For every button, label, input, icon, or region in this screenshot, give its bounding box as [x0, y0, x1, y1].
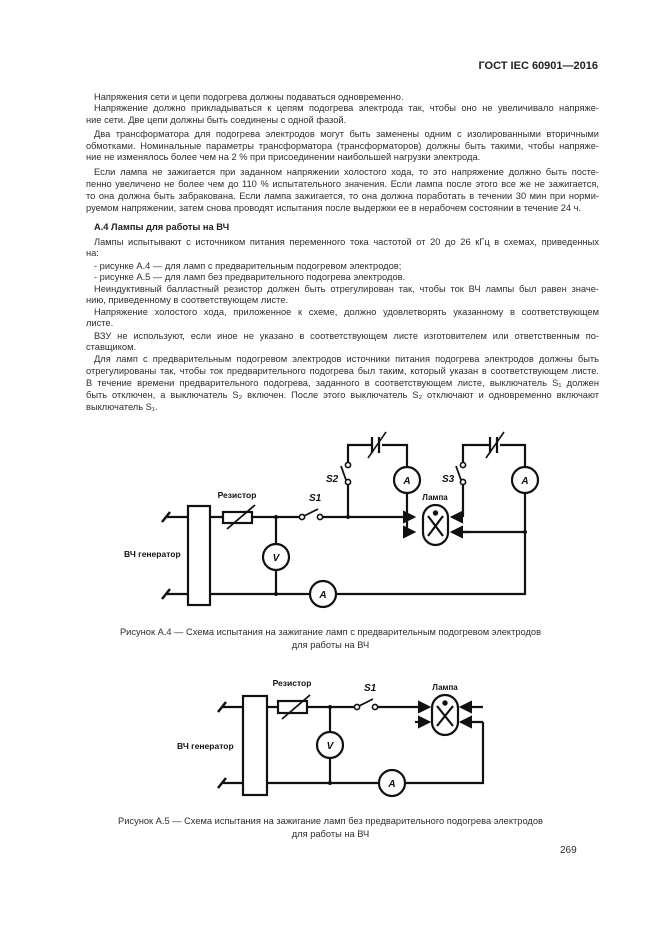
- lamp: [421, 503, 450, 547]
- switch-s1: [358, 698, 374, 707]
- voltmeter: [315, 730, 345, 760]
- ammeter-label: A: [520, 476, 528, 487]
- s2-label: S2: [326, 474, 339, 485]
- paragraph-line: нию, приведенному в соответствующем лист…: [86, 295, 289, 305]
- ammeter-label: A: [318, 590, 326, 601]
- paragraph-line: Неиндуктивный балластный резистор должен…: [94, 284, 599, 294]
- paragraph-line: Два трансформатора для подогрева электро…: [94, 129, 599, 139]
- voltmeter-label: V: [273, 553, 281, 564]
- paragraph-line: Лампы испытывают с источником питания пе…: [94, 237, 599, 247]
- paragraph-line: обмотками. Номинальные параметры трансфо…: [86, 141, 599, 151]
- resistor: [221, 510, 254, 525]
- paragraph-line: ВЗУ не используют, если иное не указано …: [94, 331, 599, 341]
- lamp: [430, 693, 460, 737]
- paragraph-line: ние не изменялось более чем на 2 % при п…: [86, 152, 481, 162]
- paragraph-line: Если лампа не зажигается при заданном на…: [94, 167, 599, 177]
- paragraph-line: руемом напряжении, затем снова проводят …: [86, 203, 582, 213]
- figure-a5-diagram: [217, 693, 485, 798]
- ammeter: [392, 465, 422, 495]
- ammeter: [308, 579, 338, 609]
- resistor: [276, 699, 309, 715]
- generator-label: ВЧ генератор: [177, 741, 234, 751]
- resistor-label: Резистор: [218, 490, 257, 500]
- s1-label: S1: [309, 493, 322, 504]
- figure-a4-caption-line2: для работы на ВЧ: [291, 640, 370, 650]
- figure-a5-caption-line2: для работы на ВЧ: [291, 829, 370, 839]
- ammeter: [377, 768, 407, 798]
- paragraph-line: В течение времени предварительного подог…: [86, 378, 599, 388]
- resistor-label: Резистор: [273, 678, 312, 688]
- s3-label: S3: [442, 474, 455, 485]
- paragraph-line: ние сети. Две цепи должны быть соединены…: [86, 115, 347, 125]
- figure-a5-caption: Рисунок А.5 — Схема испытания на зажиган…: [118, 816, 543, 826]
- figure-a4-caption: Рисунок А.4 — Схема испытания на зажиган…: [119, 627, 542, 637]
- paragraph-line: Напряжение холостого хода, приложенное к…: [94, 307, 599, 317]
- s1-label: S1: [364, 683, 377, 694]
- figure-a4-diagram: [161, 431, 540, 609]
- section-heading: А.4 Лампы для работы на ВЧ: [94, 222, 230, 232]
- page-number: 269: [560, 845, 577, 856]
- paragraph-line: отрегулированы так, чтобы ток предварите…: [86, 366, 599, 376]
- paragraph-line: Для ламп с предварительным подогревом эл…: [94, 354, 599, 364]
- variable-capacitor: [367, 431, 387, 459]
- switch-s2: [340, 465, 347, 481]
- voltmeter: [261, 542, 291, 572]
- ammeter-label: A: [387, 779, 395, 790]
- ammeter: [510, 465, 540, 495]
- paragraph-line: листе.: [86, 318, 114, 328]
- paragraph-line: то она должна быть забракована. Если лам…: [86, 191, 599, 201]
- document-header: ГОСТ IEC 60901—2016: [478, 60, 598, 72]
- ammeter-label: A: [402, 476, 410, 487]
- paragraph-line: ставщиком.: [86, 342, 137, 352]
- lamp-label: Лампа: [432, 683, 458, 692]
- switch-s3: [455, 465, 462, 481]
- paragraph-line: быть отключен, а выключатель S₂ включен.…: [86, 390, 599, 400]
- switch-s1: [303, 508, 319, 517]
- paragraph-line: - рисунке А.4 — для ламп с предварительн…: [94, 261, 402, 271]
- paragraph-line: - рисунке А.5 — для ламп без предварител…: [94, 272, 406, 282]
- lamp-label: Лампа: [422, 493, 448, 502]
- generator-label: ВЧ генератор: [124, 549, 181, 559]
- paragraph-line: Напряжения сети и цепи подогрева должны …: [94, 92, 404, 102]
- generator-block: [241, 694, 269, 797]
- paragraph-line: пенно увеличено не более чем до 110 % ис…: [86, 179, 599, 189]
- voltmeter-label: V: [327, 741, 335, 752]
- generator-block: [186, 504, 212, 607]
- paragraph-line: на:: [86, 248, 99, 258]
- paragraph-line: Напряжение должно прикладываться к цепям…: [94, 103, 599, 113]
- paragraph-line: выключатель S₁.: [86, 402, 158, 412]
